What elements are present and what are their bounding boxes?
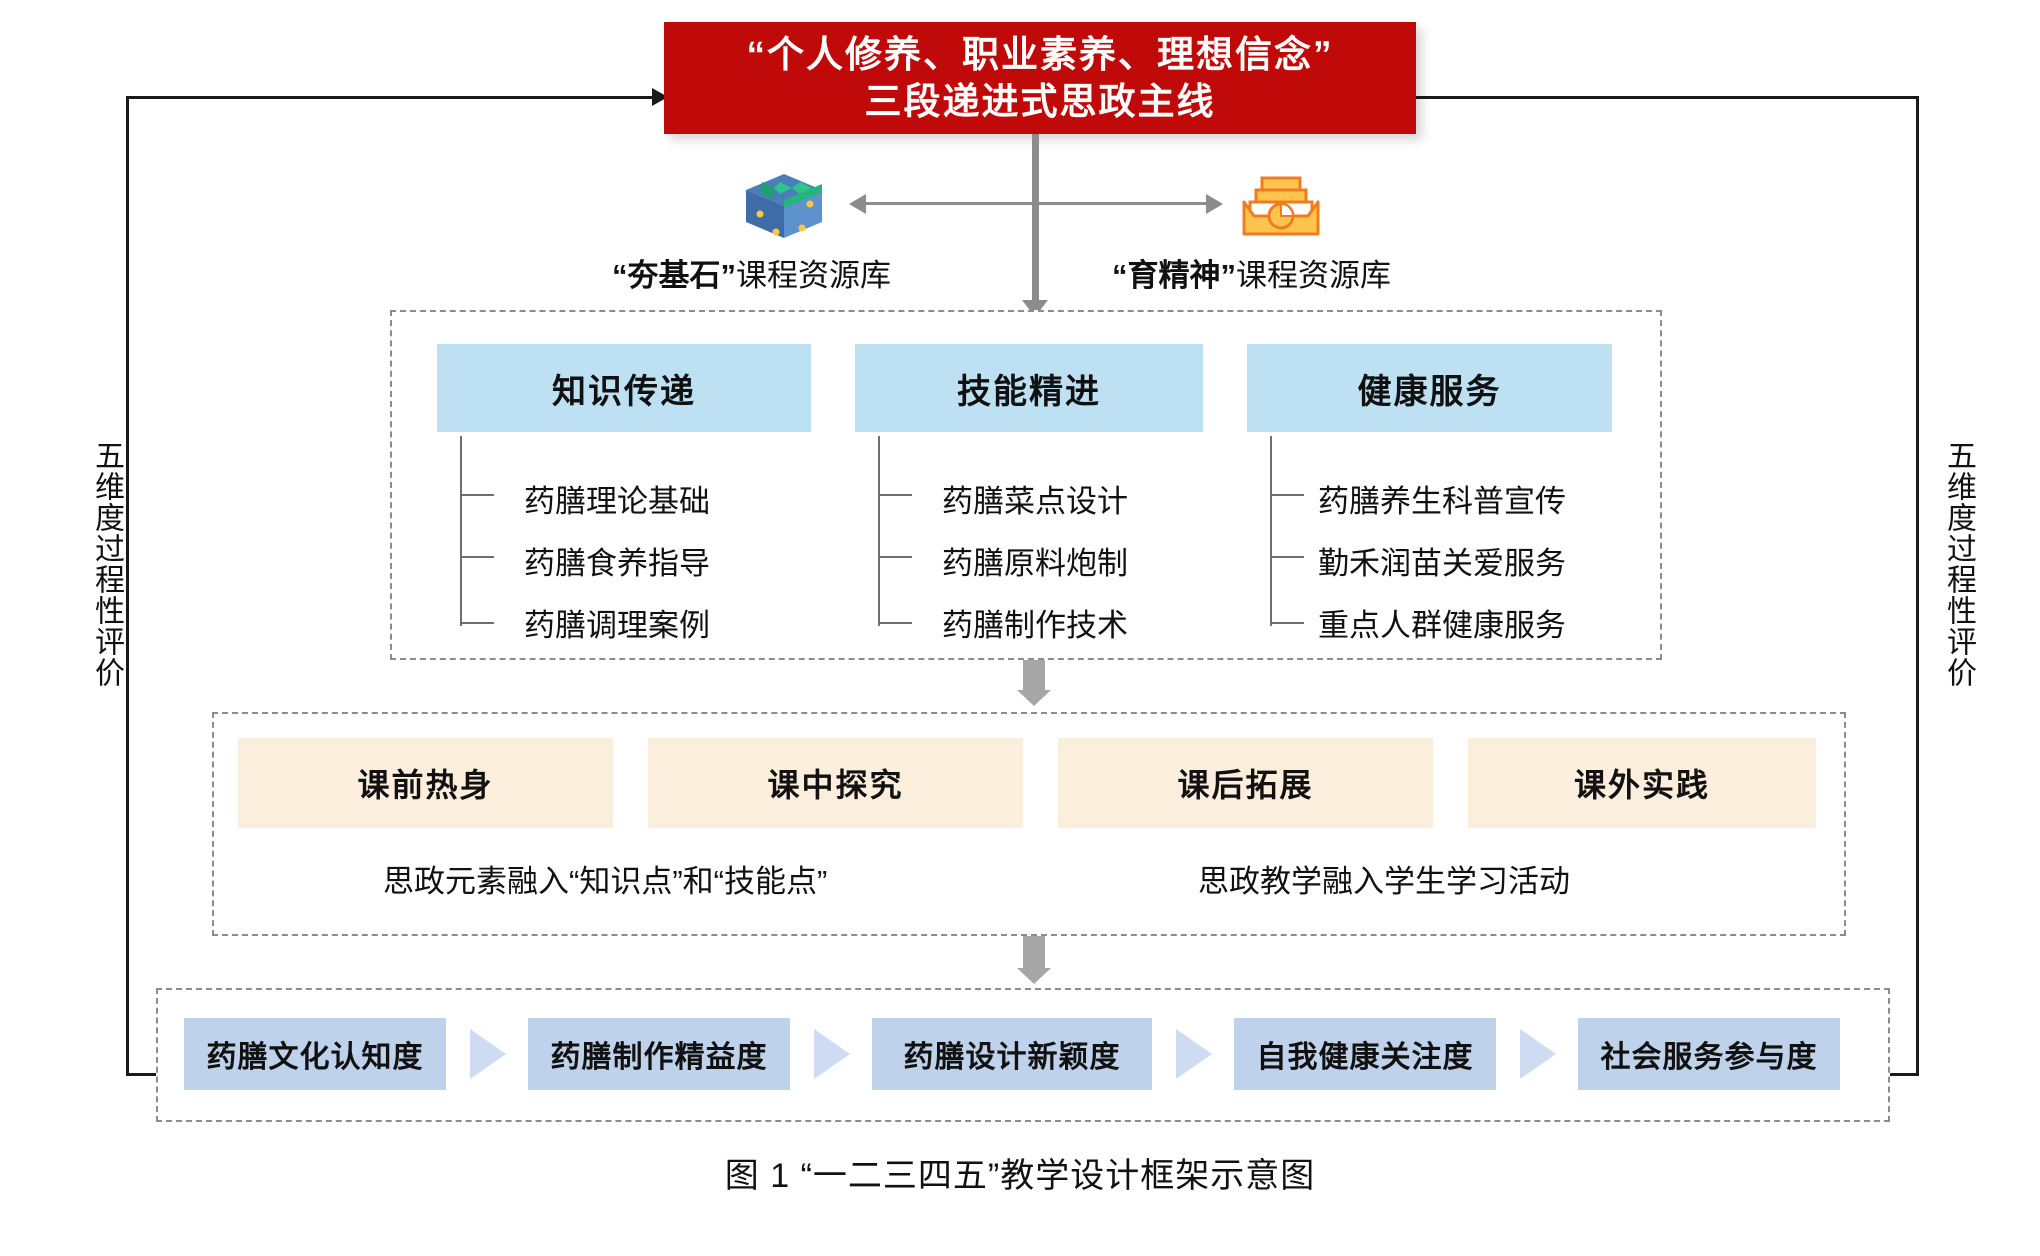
side-label-left: 五维度过程性评价 — [90, 440, 123, 688]
eval-arrow-4 — [1520, 1029, 1556, 1079]
resource-label-1-rest: 课程资源库 — [736, 258, 891, 293]
eval-box-1: 药膳文化认知度 — [184, 1018, 446, 1090]
file-tray-icon — [1240, 172, 1322, 245]
resource-label-1: “夯基石”课程资源库 — [612, 250, 891, 295]
module-2-item-1: 药膳菜点设计 — [942, 484, 1128, 519]
eval-arrow-3 — [1176, 1029, 1212, 1079]
eval-arrow-2 — [814, 1029, 850, 1079]
branch-line-right — [1039, 202, 1214, 205]
stage-note-1: 思政元素融入“知识点”和“技能点” — [383, 864, 828, 899]
module-3-item-3: 重点人群健康服务 — [1318, 608, 1566, 643]
module-title-1: 知识传递 — [552, 372, 696, 411]
module-2-item-2: 药膳原料炮制 — [942, 546, 1128, 581]
eval-label-3: 药膳设计新颖度 — [903, 1041, 1121, 1074]
module-2-item-3: 药膳制作技术 — [942, 608, 1128, 643]
module-1-item-1: 药膳理论基础 — [524, 484, 710, 519]
stage-box-1: 课前热身 — [238, 738, 613, 828]
resource-label-2-rest: 课程资源库 — [1236, 258, 1391, 293]
eval-label-5: 社会服务参与度 — [1600, 1041, 1818, 1074]
stage-note-2: 思政教学融入学生学习活动 — [1198, 864, 1570, 899]
main-theme-banner: “个人修养、职业素养、理想信念” 三段递进式思政主线 — [664, 22, 1416, 134]
module-tree-3 — [1270, 436, 1310, 626]
resource-label-1-bold: “夯基石” — [612, 258, 736, 293]
feedback-frame-right-edge — [1916, 96, 1919, 1076]
feedback-frame-bottom-right — [1885, 1073, 1919, 1076]
module-3-item-1: 药膳养生科普宣传 — [1318, 484, 1566, 519]
feedback-frame-top-right — [1400, 96, 1919, 99]
stage-box-2: 课中探究 — [648, 738, 1023, 828]
eval-label-4: 自我健康关注度 — [1256, 1041, 1474, 1074]
stage-label-4: 课外实践 — [1573, 767, 1710, 803]
module-3-item-2: 勤禾润苗关爱服务 — [1318, 546, 1566, 581]
module-header-knowledge: 知识传递 — [437, 344, 811, 432]
module-header-skill: 技能精进 — [855, 344, 1203, 432]
banner-line-1: “个人修养、职业素养、理想信念” — [746, 33, 1334, 75]
resource-label-2-bold: “育精神” — [1112, 258, 1236, 293]
feedback-frame-bottom-left — [126, 1073, 156, 1076]
module-header-health: 健康服务 — [1247, 344, 1612, 432]
toolbox-icon — [742, 170, 826, 247]
arrow-stages-to-evaluation — [1017, 936, 1051, 984]
branch-arrowhead-right — [1206, 194, 1223, 214]
eval-box-4: 自我健康关注度 — [1234, 1018, 1496, 1090]
module-tree-2 — [878, 436, 918, 626]
stage-label-2: 课中探究 — [767, 767, 904, 803]
branch-arrowhead-left — [849, 194, 866, 214]
banner-line-2: 三段递进式思政主线 — [864, 81, 1216, 122]
stage-box-4: 课外实践 — [1468, 738, 1816, 828]
eval-arrow-1 — [470, 1029, 506, 1079]
eval-box-3: 药膳设计新颖度 — [872, 1018, 1152, 1090]
stage-label-1: 课前热身 — [357, 767, 494, 803]
figure-caption: 图 1 “一二三四五”教学设计框架示意图 — [724, 1157, 1316, 1195]
module-title-2: 技能精进 — [957, 372, 1101, 411]
branch-line-left — [858, 202, 1033, 205]
module-1-item-2: 药膳食养指导 — [524, 546, 710, 581]
resource-label-2: “育精神”课程资源库 — [1112, 250, 1391, 295]
banner-down-stem — [1032, 134, 1039, 306]
module-1-item-3: 药膳调理案例 — [524, 608, 710, 643]
eval-label-2: 药膳制作精益度 — [550, 1041, 768, 1074]
side-label-right: 五维度过程性评价 — [1942, 440, 1975, 688]
eval-box-2: 药膳制作精益度 — [528, 1018, 790, 1090]
module-title-3: 健康服务 — [1357, 372, 1502, 411]
arrow-modules-to-stages — [1017, 660, 1051, 706]
eval-label-1: 药膳文化认知度 — [206, 1041, 424, 1074]
stage-box-3: 课后拓展 — [1058, 738, 1433, 828]
feedback-frame-top-left — [126, 96, 656, 99]
module-tree-1 — [460, 436, 500, 626]
feedback-frame-left-edge — [126, 96, 129, 1076]
eval-box-5: 社会服务参与度 — [1578, 1018, 1840, 1090]
stage-label-3: 课后拓展 — [1177, 767, 1314, 803]
